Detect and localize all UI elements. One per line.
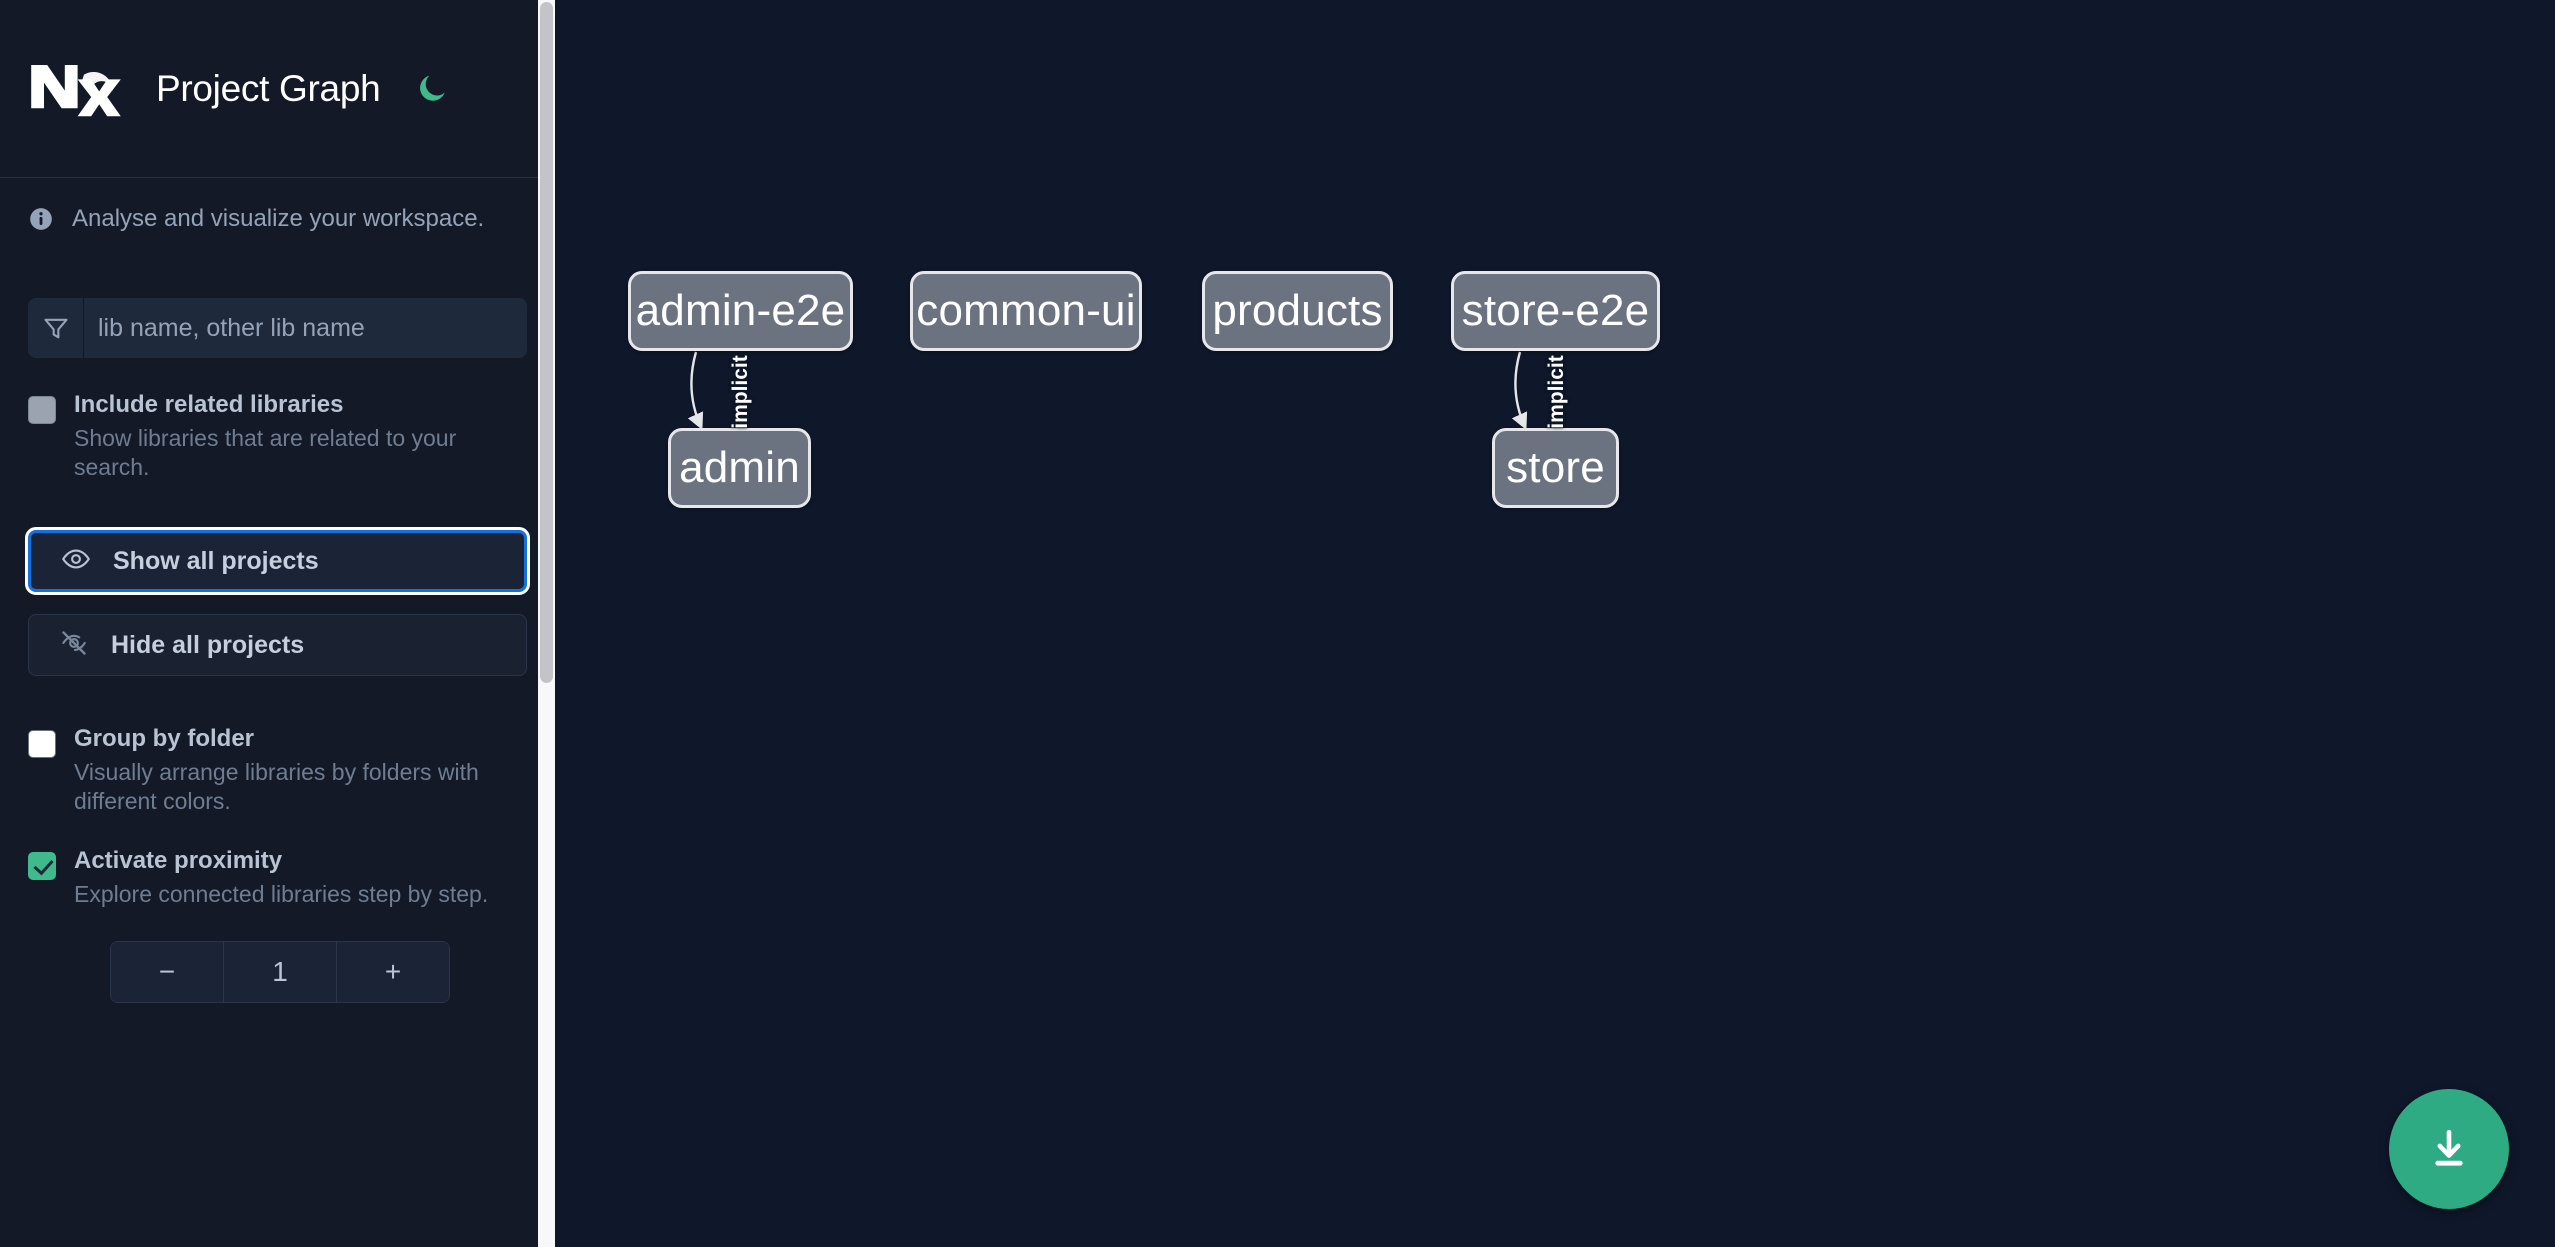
proximity-stepper[interactable]: − 1 + (110, 941, 450, 1003)
eye-icon (61, 544, 91, 579)
include-related-libraries-label: Include related libraries (74, 391, 344, 418)
activate-proximity-label: Activate proximity (74, 847, 283, 874)
proximity-value: 1 (224, 942, 337, 1002)
option-include-related-libraries[interactable]: Include related libraries Show libraries… (0, 390, 555, 482)
proximity-increment-button[interactable]: + (337, 942, 449, 1002)
sidebar: Project Graph Analyse and visualize your… (0, 0, 555, 1247)
info-icon (28, 206, 54, 232)
option-activate-proximity[interactable]: Activate proximity Explore connected lib… (0, 846, 555, 909)
app-title: Project Graph (156, 67, 381, 109)
search-input[interactable] (84, 298, 527, 358)
graph-node-label: store (1506, 443, 1605, 492)
graph-node-admin[interactable]: admin (668, 428, 811, 508)
show-all-projects-button[interactable]: Show all projects (25, 527, 530, 595)
graph-edges (687, 351, 1528, 431)
graph-edge-label-store-e2e-store: implicit (1544, 354, 1568, 429)
include-related-libraries-description: Show libraries that are related to your … (74, 425, 457, 480)
graph-node-label: products (1212, 286, 1383, 335)
option-group-by-folder[interactable]: Group by folder Visually arrange librari… (0, 724, 555, 816)
show-all-projects-label: Show all projects (113, 546, 319, 575)
hide-all-projects-button[interactable]: Hide all projects (28, 614, 527, 676)
graph-node-admin-e2e[interactable]: admin-e2e (628, 271, 853, 351)
proximity-decrement-button[interactable]: − (111, 942, 224, 1002)
group-by-folder-label: Group by folder (74, 725, 254, 752)
eye-slash-icon (59, 628, 89, 663)
graph-canvas[interactable]: admin-e2e common-ui products store-e2e admin… (555, 0, 2555, 1247)
filter-icon (28, 298, 84, 358)
moon-icon[interactable] (410, 67, 454, 111)
download-graph-button[interactable] (2389, 1089, 2509, 1209)
graph-node-store-e2e[interactable]: store-e2e (1451, 271, 1660, 351)
hide-all-projects-label: Hide all projects (111, 630, 305, 659)
group-by-folder-checkbox[interactable] (28, 730, 56, 758)
graph-node-common-ui[interactable]: common-ui (910, 271, 1142, 351)
search-box[interactable] (28, 298, 527, 358)
sidebar-scrollbar-thumb[interactable] (540, 2, 553, 683)
sidebar-header: Project Graph (0, 0, 555, 178)
nx-logo-icon (28, 57, 124, 121)
graph-node-products[interactable]: products (1202, 271, 1393, 351)
graph-node-label: common-ui (916, 286, 1136, 335)
sidebar-scrollbar-track[interactable] (538, 0, 555, 1247)
include-related-libraries-checkbox[interactable] (28, 396, 56, 424)
tagline: Analyse and visualize your workspace. (0, 178, 555, 260)
graph-edge-label-admin-e2e-admin: implicit (728, 354, 752, 429)
download-icon (2435, 1129, 2463, 1166)
graph-node-store[interactable]: store (1492, 428, 1619, 508)
graph-node-label: store-e2e (1461, 286, 1650, 335)
graph-node-label: admin-e2e (635, 286, 846, 335)
activate-proximity-checkbox[interactable] (28, 852, 56, 880)
graph-node-label: admin (679, 443, 800, 492)
tagline-text: Analyse and visualize your workspace. (72, 205, 485, 232)
group-by-folder-description: Visually arrange libraries by folders wi… (74, 759, 479, 814)
activate-proximity-description: Explore connected libraries step by step… (74, 881, 489, 907)
